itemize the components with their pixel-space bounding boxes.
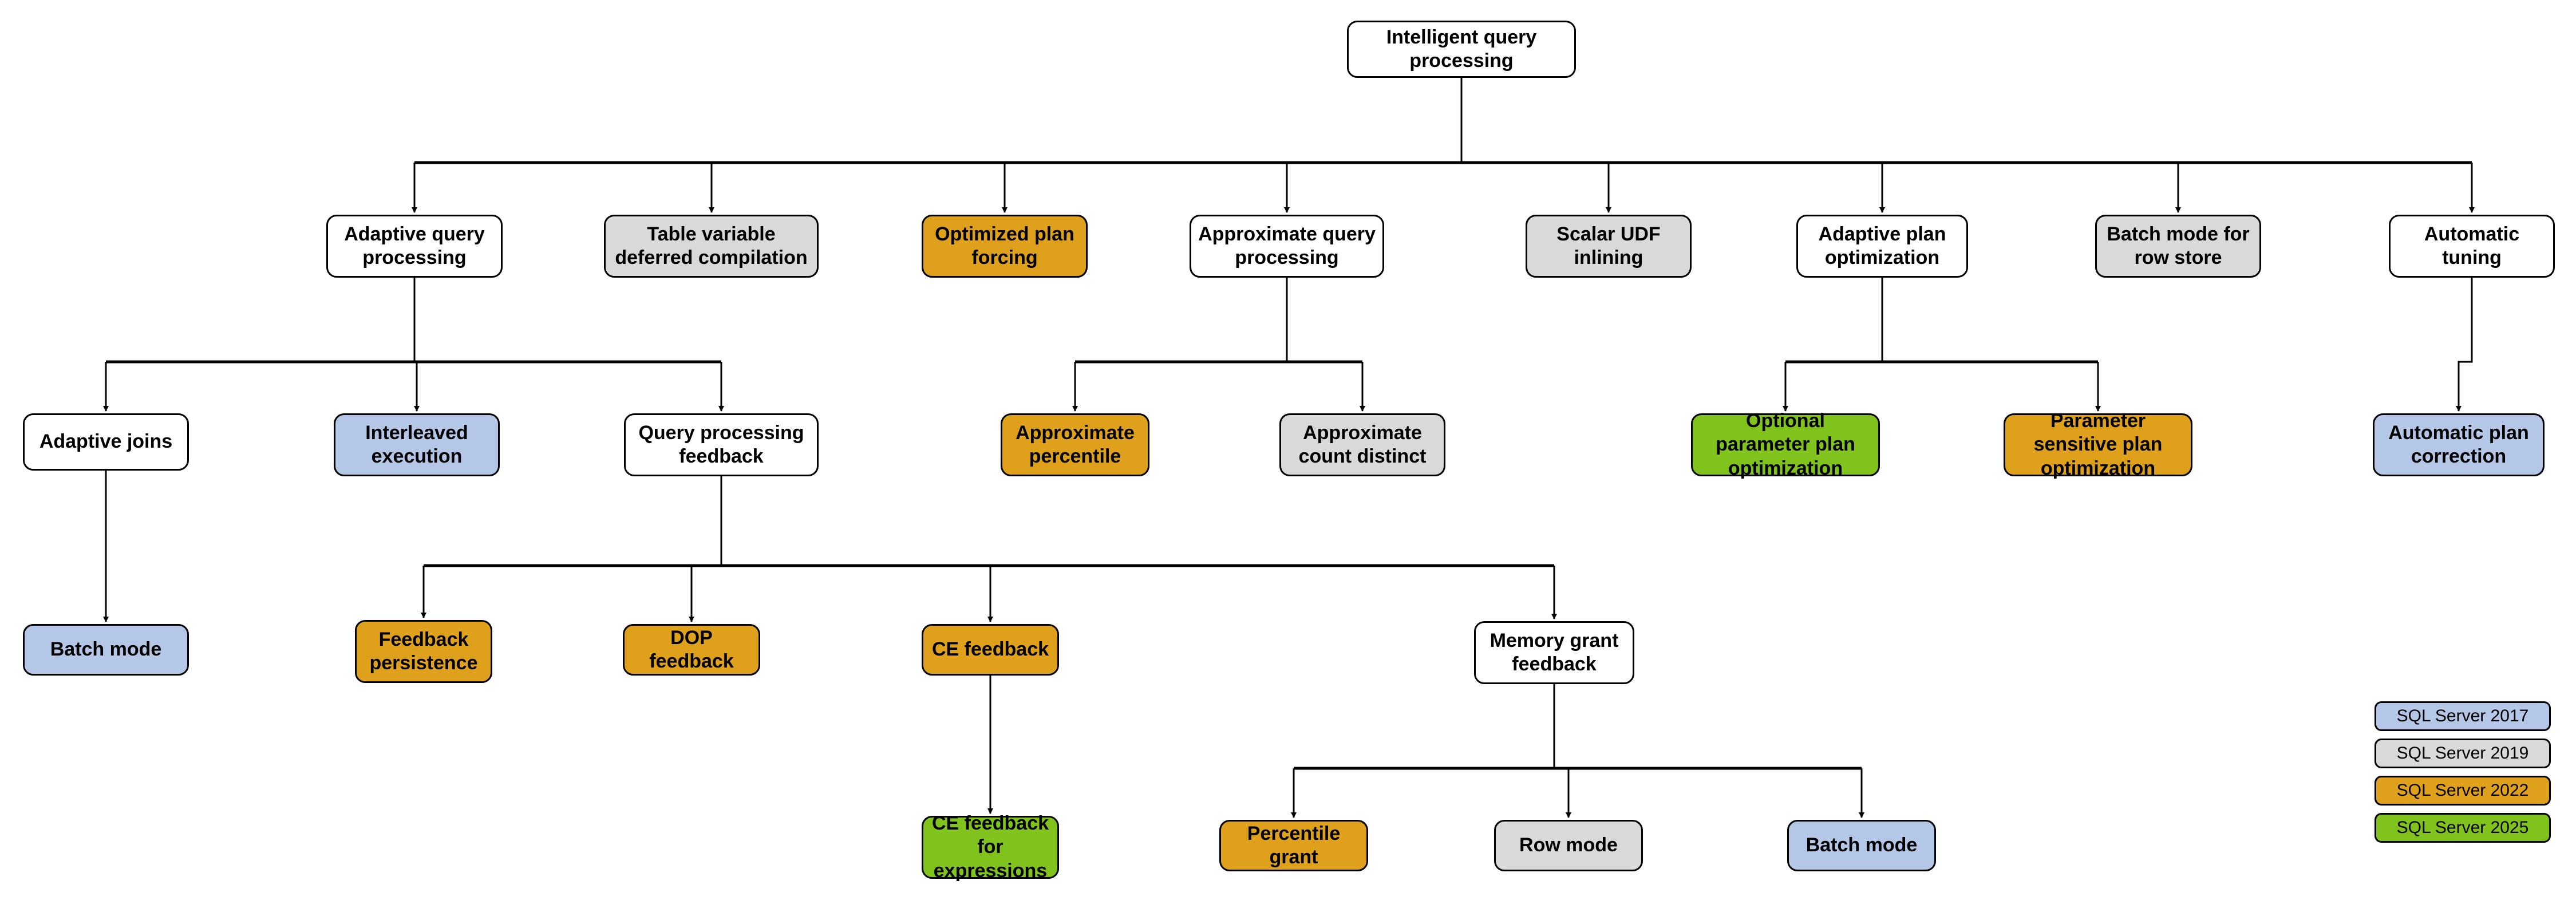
node-approxcd[interactable]: Approximate count distinct: [1279, 413, 1445, 476]
legend-label: SQL Server 2025: [2396, 818, 2529, 837]
node-mgf[interactable]: Memory grant feedback: [1474, 621, 1634, 684]
node-pspo[interactable]: Parameter sensitive plan optimization: [2004, 410, 2192, 479]
node-label: Automatic tuning: [2424, 223, 2520, 269]
node-interleaved[interactable]: Interleaved execution: [334, 413, 500, 476]
node-label: Batch mode: [1805, 834, 1918, 856]
node-approx[interactable]: Approximate query processing: [1190, 215, 1384, 278]
node-label: Optional parameter plan optimization: [1716, 409, 1855, 479]
node-batchmode2[interactable]: Batch mode: [1787, 820, 1936, 871]
node-label: Row mode: [1519, 834, 1618, 856]
node-label: Adaptive joins: [39, 431, 173, 453]
node-label: CE feedback: [931, 638, 1049, 661]
node-apo[interactable]: Adaptive plan optimization: [1796, 215, 1968, 278]
legend-label: SQL Server 2019: [2396, 744, 2529, 763]
node-fbpersist[interactable]: Feedback persistence: [355, 620, 492, 683]
node-label: Memory grant feedback: [1490, 629, 1619, 675]
node-scalarudf[interactable]: Scalar UDF inlining: [1526, 215, 1692, 278]
node-batchmode1[interactable]: Batch mode: [23, 624, 189, 676]
node-pctgrant[interactable]: Percentile grant: [1219, 820, 1368, 871]
edge-autotune-to-apc: [2456, 278, 2473, 412]
node-tvdc[interactable]: Table variable deferred compilation: [604, 215, 819, 278]
node-dopfb[interactable]: DOP feedback: [623, 624, 760, 676]
node-qpf[interactable]: Query processing feedback: [624, 413, 819, 476]
node-label: Approximate percentile: [1016, 421, 1135, 467]
node-label: Interleaved execution: [365, 421, 468, 467]
node-adaptivejoins[interactable]: Adaptive joins: [23, 413, 189, 471]
node-rowmode[interactable]: Row mode: [1494, 820, 1643, 871]
node-oppo[interactable]: Optional parameter plan optimization: [1691, 410, 1880, 479]
node-label: CE feedback for expressions: [931, 812, 1049, 882]
legend-item-sql-server-2017: SQL Server 2017: [2374, 701, 2551, 731]
node-bmrs[interactable]: Batch mode for row store: [2095, 215, 2261, 278]
node-label: Scalar UDF inlining: [1556, 223, 1661, 269]
node-label: Feedback persistence: [369, 628, 478, 674]
node-label: Optimized plan forcing: [935, 223, 1074, 269]
node-aqp[interactable]: Adaptive query processing: [326, 215, 503, 278]
node-iqp[interactable]: Intelligent query processing: [1347, 21, 1576, 78]
node-apc[interactable]: Automatic plan correction: [2373, 413, 2545, 476]
node-approxpct[interactable]: Approximate percentile: [1001, 413, 1149, 476]
node-label: Intelligent query processing: [1386, 26, 1537, 72]
node-label: Adaptive plan optimization: [1818, 223, 1946, 269]
node-label: Automatic plan correction: [2388, 421, 2529, 467]
node-label: Parameter sensitive plan optimization: [2033, 409, 2163, 479]
node-label: DOP feedback: [649, 626, 734, 672]
legend-label: SQL Server 2017: [2396, 706, 2529, 725]
node-label: Adaptive query processing: [344, 223, 485, 269]
node-label: Approximate count distinct: [1298, 421, 1427, 467]
legend-label: SQL Server 2022: [2396, 781, 2529, 800]
node-label: Batch mode: [50, 638, 162, 661]
node-label: Batch mode for row store: [2107, 223, 2250, 269]
node-cefb[interactable]: CE feedback: [922, 624, 1059, 676]
legend-item-sql-server-2025: SQL Server 2025: [2374, 813, 2551, 843]
legend-item-sql-server-2022: SQL Server 2022: [2374, 776, 2551, 806]
legend-item-sql-server-2019: SQL Server 2019: [2374, 739, 2551, 768]
node-autotune[interactable]: Automatic tuning: [2389, 215, 2555, 278]
node-cefbexpr[interactable]: CE feedback for expressions: [922, 812, 1059, 882]
node-label: Table variable deferred compilation: [615, 223, 808, 269]
node-opf[interactable]: Optimized plan forcing: [922, 215, 1088, 278]
node-label: Query processing feedback: [638, 421, 804, 467]
node-label: Approximate query processing: [1198, 223, 1376, 269]
node-label: Percentile grant: [1247, 822, 1341, 868]
